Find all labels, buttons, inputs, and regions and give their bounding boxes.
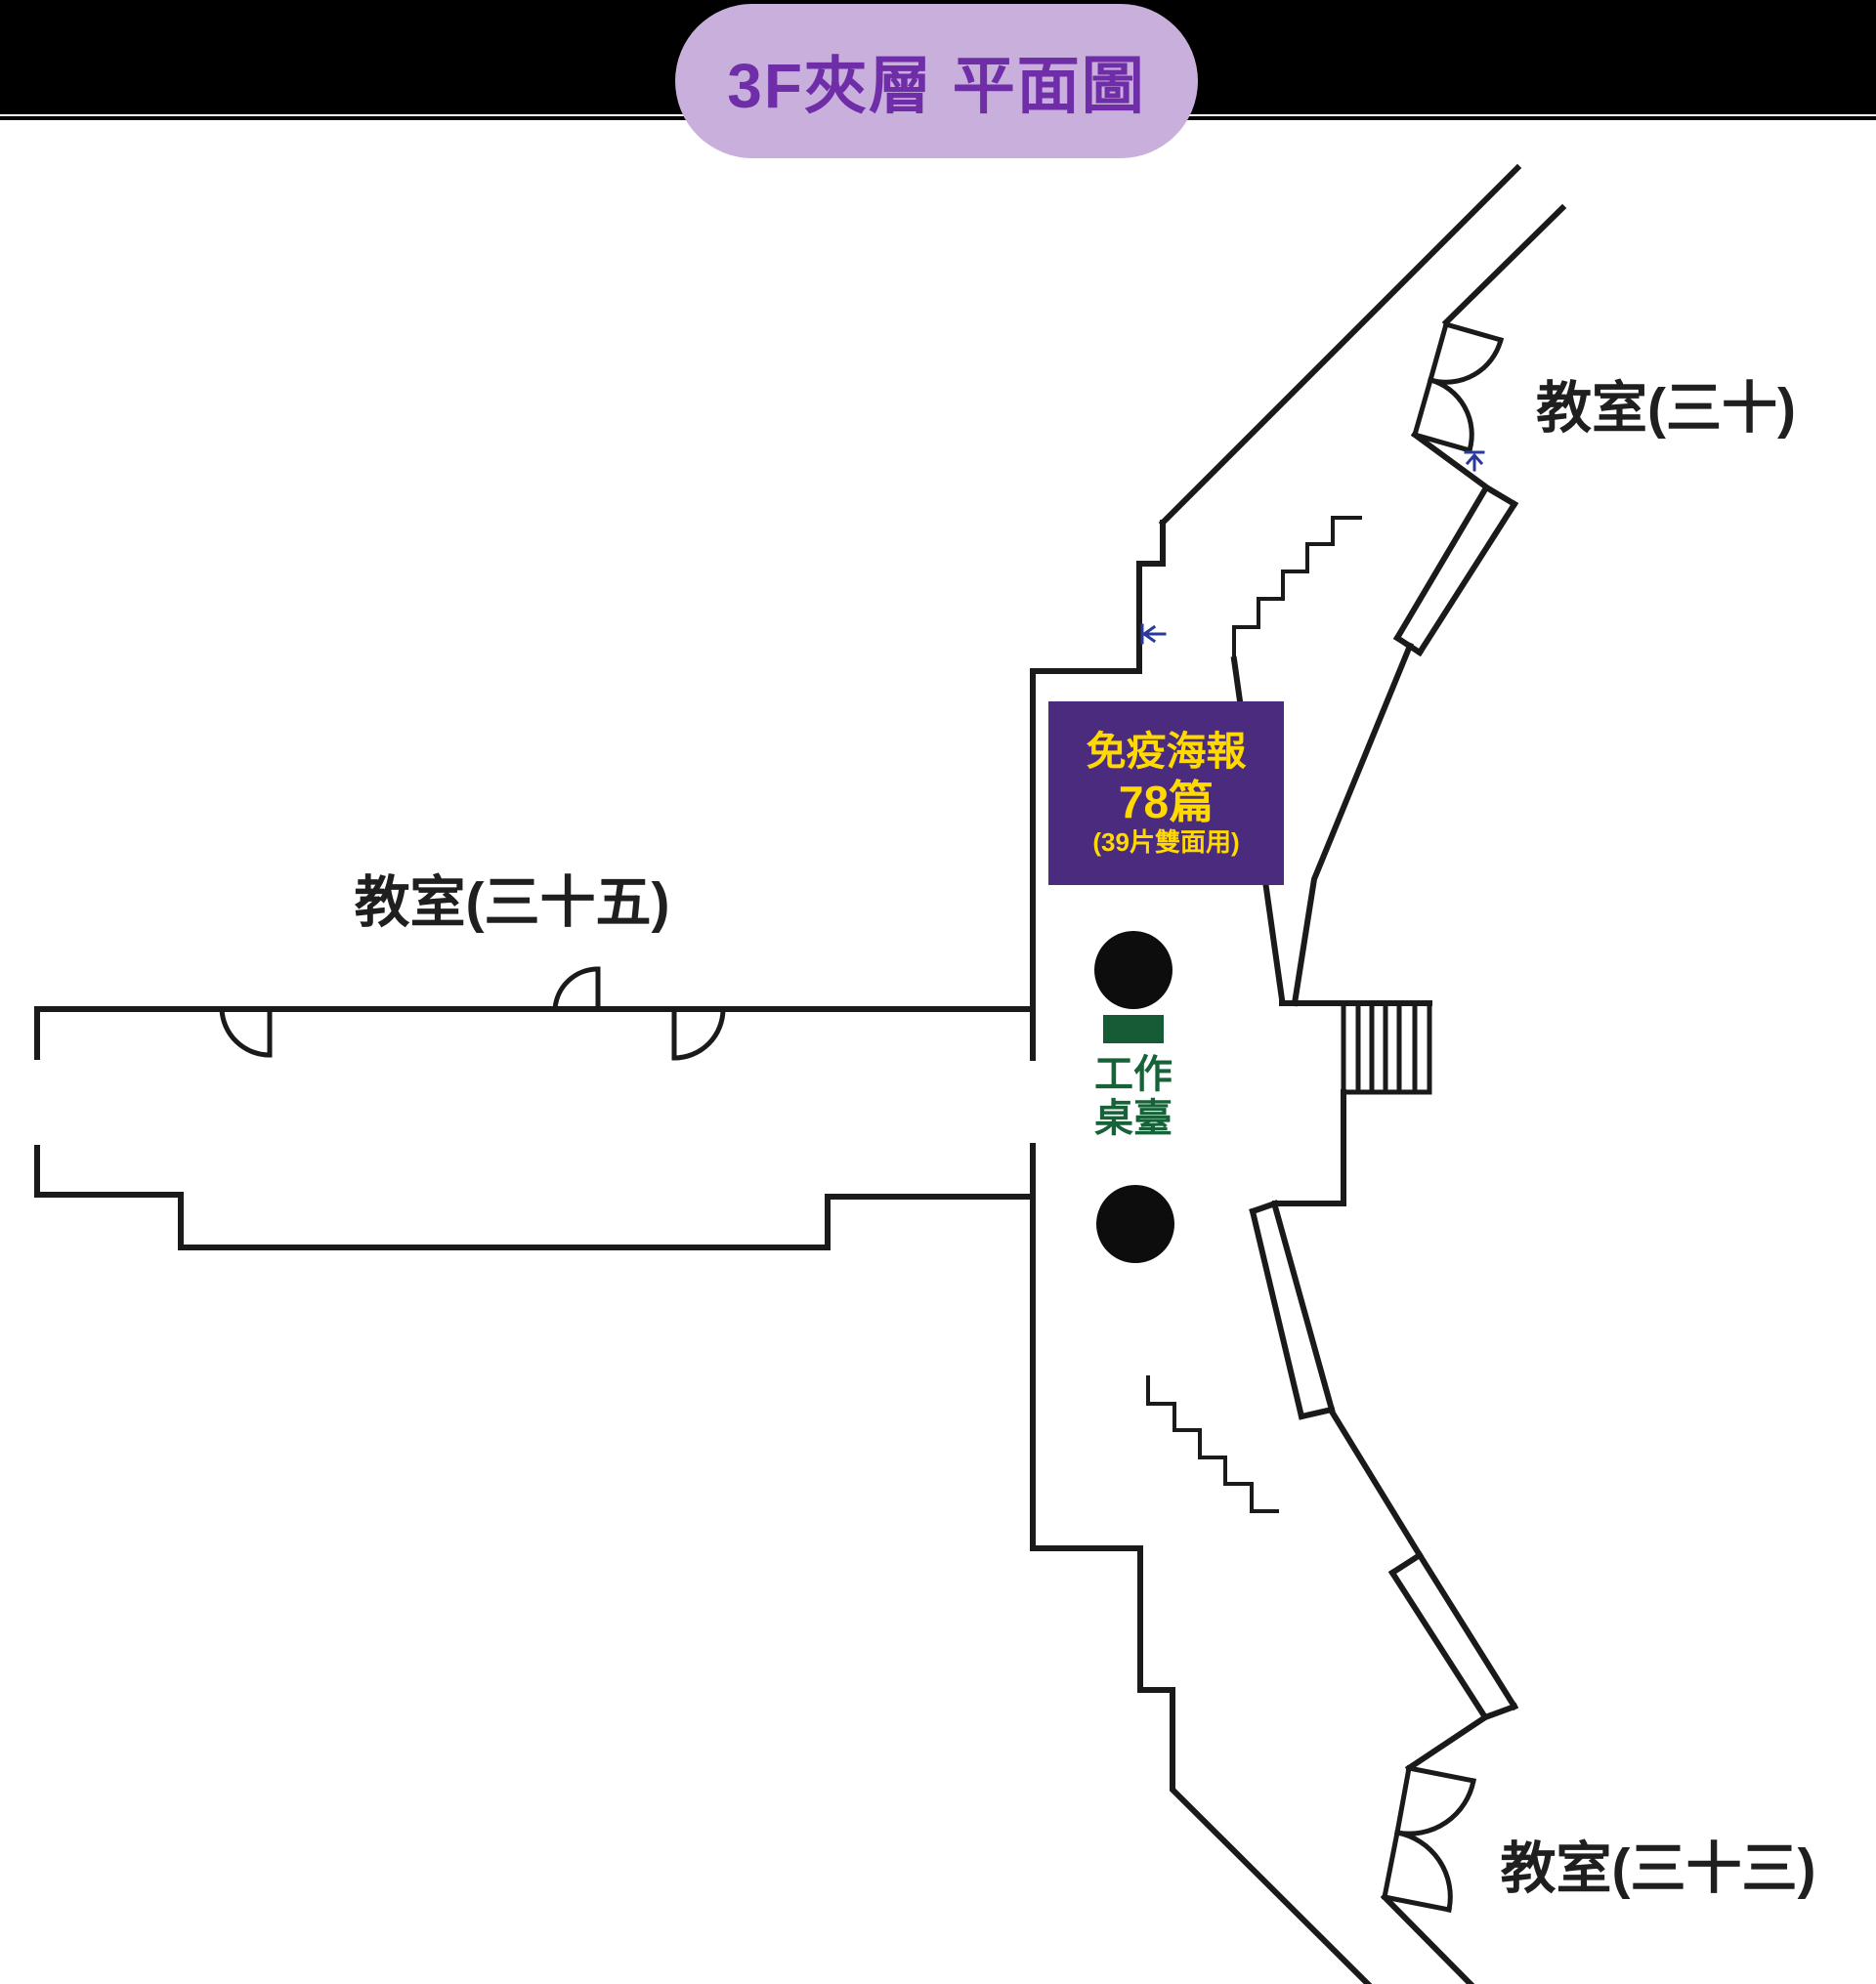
work-desk-rect (1103, 1015, 1164, 1043)
upper-right-outer-wall (1441, 203, 1567, 327)
arrow-head (1465, 452, 1484, 466)
lower-diagonal-wall (1327, 1407, 1425, 1560)
lower-band2-left (1387, 1568, 1490, 1722)
work-desk-label: 工作 桌臺 (1079, 1053, 1188, 1141)
upper-right-corner-wall (1410, 430, 1519, 509)
upper-wing-inner-wall (1291, 642, 1414, 1007)
door-arc (1394, 1830, 1453, 1913)
lower-band1-bottom-cap (1298, 1406, 1336, 1420)
door-swing-icon-right (671, 1006, 726, 1061)
upper-band-right-line (1415, 499, 1519, 657)
page-title: 3F夾層 平面圖 (727, 51, 1146, 121)
double-door-icon-room-33 (1382, 1765, 1476, 1913)
left-wing-walls (34, 1006, 1036, 1250)
up-arrow-icon (1464, 450, 1485, 472)
hall-top-step-wall (1030, 520, 1166, 674)
door-open-leaf (1406, 1765, 1476, 1784)
desk-label-line-2: 桌臺 (1094, 1096, 1172, 1140)
pillar-circle-bottom (1096, 1185, 1174, 1263)
lower-band1-cap (1249, 1200, 1279, 1215)
arrow-head (1141, 624, 1157, 644)
lower-band1-right (1271, 1203, 1336, 1414)
lower-wing-end-wall (1380, 1892, 1475, 1984)
lower-band2-right (1415, 1550, 1519, 1711)
poster-line-1: 免疫海報 (1086, 729, 1247, 775)
desk-label-line-1: 工作 (1094, 1053, 1172, 1096)
central-hall-walls (1030, 163, 1522, 1551)
poster-line-2: 78篇 (1118, 776, 1215, 827)
door-open-leaf (1411, 431, 1473, 454)
door-open-leaf (1442, 320, 1505, 344)
door-arc (1394, 1778, 1476, 1836)
door-swing-icon-left (219, 1006, 273, 1058)
left-wing-bottom-wall (34, 1145, 1031, 1250)
room-label-33: 教室(三十三) (1500, 1837, 1816, 1900)
door-arc (219, 1006, 273, 1058)
door-arc (552, 966, 601, 1012)
lower-left-boundary-wall (1030, 1545, 1373, 1984)
ladder-icon (1341, 1000, 1432, 1095)
door-open-leaf (1382, 1894, 1452, 1913)
hall-right-walls (1272, 1000, 1432, 1206)
big-diagonal-wall (1158, 163, 1522, 528)
left-arrow-icon (1140, 623, 1167, 645)
lower-band2-bottom-cap (1481, 1703, 1518, 1721)
door-arc (671, 1006, 726, 1061)
door-arc (1427, 376, 1474, 454)
room-label-30: 教室(三十) (1536, 377, 1796, 440)
corridor-doors (219, 966, 726, 1061)
poster-line-3: (39片雙面用) (1092, 827, 1240, 858)
room-label-35: 教室(三十五) (354, 871, 670, 934)
lower-right-wing-walls (1249, 1200, 1519, 1984)
ladder-rungs (1355, 1000, 1418, 1095)
lower-band1-left (1249, 1207, 1305, 1420)
upper-band-left-line (1392, 485, 1490, 643)
lower-wing-corner-wall (1404, 1712, 1490, 1773)
stairs-up-icon (1232, 516, 1362, 661)
stairs-down-icon (1146, 1375, 1279, 1513)
pillar-circle-top (1094, 931, 1172, 1009)
double-door-icon-room-30 (1411, 320, 1505, 454)
door-swing-icon-up (552, 966, 601, 1012)
title-pill: 3F夾層 平面圖 (675, 4, 1198, 158)
poster-box: 免疫海報 78篇 (39片雙面用) (1048, 701, 1284, 885)
lower-band2-cap (1387, 1550, 1425, 1578)
